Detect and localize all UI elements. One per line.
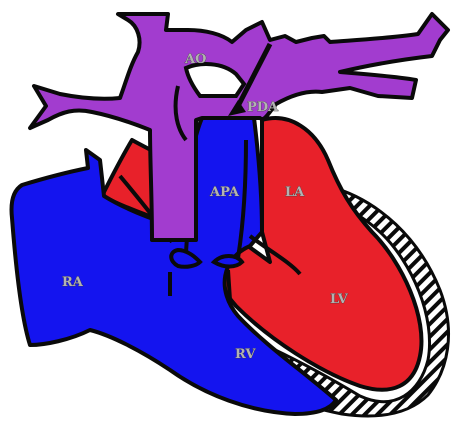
label-lv: LV — [330, 292, 349, 307]
label-la: LA — [285, 185, 305, 200]
label-ao: AO — [184, 52, 206, 67]
label-ra: RA — [62, 275, 84, 290]
label-rv: RV — [235, 347, 256, 362]
label-pda: PDA — [247, 100, 279, 115]
label-apa: APA — [209, 185, 240, 200]
